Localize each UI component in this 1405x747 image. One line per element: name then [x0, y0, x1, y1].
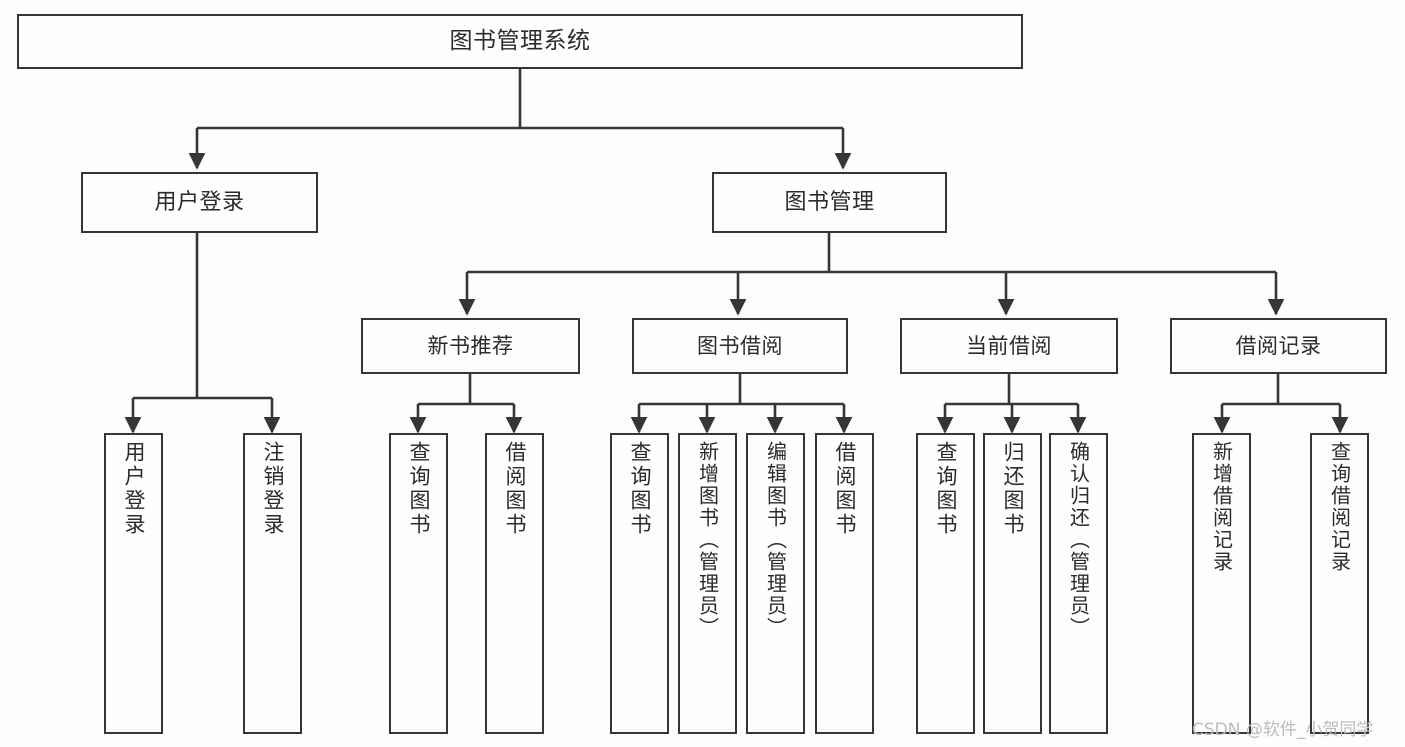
- node-label: 注销登录: [261, 441, 286, 537]
- node-label: 新增图书（管理员）: [695, 441, 720, 639]
- leaf-add-borrow-record[interactable]: 新增借阅记录: [1192, 433, 1251, 734]
- leaf-borrow-book-recommend[interactable]: 借阅图书: [485, 433, 544, 734]
- leaf-return-book[interactable]: 归还图书: [983, 433, 1042, 734]
- leaf-query-book-current[interactable]: 查询图书: [916, 433, 975, 734]
- node-label: 查询借阅记录: [1327, 441, 1352, 573]
- watermark-text: CSDN @软件_小贺同学: [1192, 720, 1374, 740]
- leaf-edit-book-admin[interactable]: 编辑图书（管理员）: [746, 433, 805, 734]
- node-label: 用户登录: [154, 189, 245, 215]
- node-label: 当前借阅: [966, 333, 1052, 358]
- node-borrow-record[interactable]: 借阅记录: [1170, 318, 1387, 374]
- leaf-query-book-recommend[interactable]: 查询图书: [389, 433, 448, 734]
- node-label: 借阅图书: [833, 441, 858, 537]
- leaf-query-book-borrow[interactable]: 查询图书: [610, 433, 669, 734]
- node-new-book-recommend[interactable]: 新书推荐: [361, 318, 580, 374]
- node-label: 借阅图书: [503, 441, 528, 537]
- node-label: 归还图书: [1001, 441, 1026, 537]
- node-root-system[interactable]: 图书管理系统: [17, 14, 1023, 69]
- node-label: 图书管理: [784, 189, 875, 215]
- node-user-login[interactable]: 用户登录: [81, 172, 318, 233]
- node-label: 图书借阅: [697, 333, 783, 358]
- node-label: 用户登录: [122, 441, 147, 537]
- node-label: 编辑图书（管理员）: [763, 441, 788, 639]
- node-book-management[interactable]: 图书管理: [712, 172, 947, 233]
- leaf-query-borrow-record[interactable]: 查询借阅记录: [1310, 433, 1369, 734]
- leaf-logout[interactable]: 注销登录: [243, 433, 302, 734]
- leaf-confirm-return-admin[interactable]: 确认归还（管理员）: [1049, 433, 1108, 734]
- node-label: 查询图书: [407, 441, 432, 537]
- leaf-user-login[interactable]: 用户登录: [104, 433, 163, 734]
- node-label: 图书管理系统: [449, 27, 591, 54]
- leaf-borrow-book[interactable]: 借阅图书: [815, 433, 874, 734]
- node-book-borrow[interactable]: 图书借阅: [632, 318, 848, 374]
- leaf-add-book-admin[interactable]: 新增图书（管理员）: [678, 433, 737, 734]
- node-current-borrow[interactable]: 当前借阅: [900, 318, 1118, 374]
- node-label: 新增借阅记录: [1209, 441, 1234, 573]
- node-label: 查询图书: [934, 441, 959, 537]
- node-label: 查询图书: [628, 441, 653, 537]
- node-label: 新书推荐: [427, 333, 514, 358]
- node-label: 确认归还（管理员）: [1066, 441, 1091, 639]
- node-label: 借阅记录: [1235, 333, 1322, 358]
